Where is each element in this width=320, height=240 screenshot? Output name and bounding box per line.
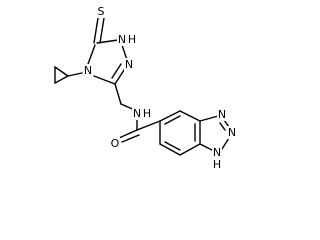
bond-c5-s-a [93,17,99,44]
bond-c3-ch2 [114,83,122,105]
atom-n-amide: N [133,107,141,120]
atom-h-amide: H [143,107,151,120]
atom-s: S [98,5,105,18]
bond-n1-b4 [199,143,215,152]
atom-n-bt-3: N [218,108,226,121]
atom-h-ring-top: H [128,33,136,46]
bond-cp-3 [54,75,69,84]
label-bg-bt2 [227,126,237,139]
label-bg-s [96,5,106,18]
bond-n2-n1 [221,137,230,150]
bond-b1-b2 [159,110,181,122]
label-bg-nh [132,108,152,120]
bond-b3-n3 [199,115,219,122]
atom-h-bt: H [213,158,221,171]
atom-n-bt-2: N [228,126,236,139]
bond-c3-n4 [93,75,116,85]
bond-n2-c3-inner [111,63,122,79]
bond-n4-c5 [87,44,96,65]
atom-n-cyclopropyl: N [84,64,92,77]
atom-n-bt-1: N [213,146,221,159]
bonds [54,17,230,156]
atom-n-ring-right: N [125,58,133,71]
label-bg-bt1 [212,146,222,159]
bond-co-o-a [118,129,138,139]
bond-b4-b5 [179,143,201,156]
atom-labels: S N H N N N H O N N N H [83,5,237,171]
bond-b5-b6-inner [164,141,181,151]
bond-b1-b2-inner [164,115,181,125]
label-bg-n2 [124,58,134,71]
bond-n3-n2-inner [219,122,226,131]
label-bg-n4 [83,64,93,77]
bond-b2-b3 [179,110,201,122]
bond-c5-n1 [96,39,119,44]
molecule-diagram: S N H N N N H O N N N H [54,5,237,171]
label-bg-n1 [117,33,127,46]
label-bg-bt3 [217,108,227,121]
bond-n4-cp [67,72,83,77]
bond-b5-b6 [159,143,181,156]
bond-cp-1 [54,66,69,77]
bond-n3-n2 [223,119,230,128]
bond-c5-s-b [99,17,105,44]
bond-co-ring [136,120,161,131]
atom-o: O [111,137,120,150]
bond-co-o-b [121,134,140,143]
label-bg-o [110,137,120,150]
atom-n-ring-top: N [118,33,126,46]
